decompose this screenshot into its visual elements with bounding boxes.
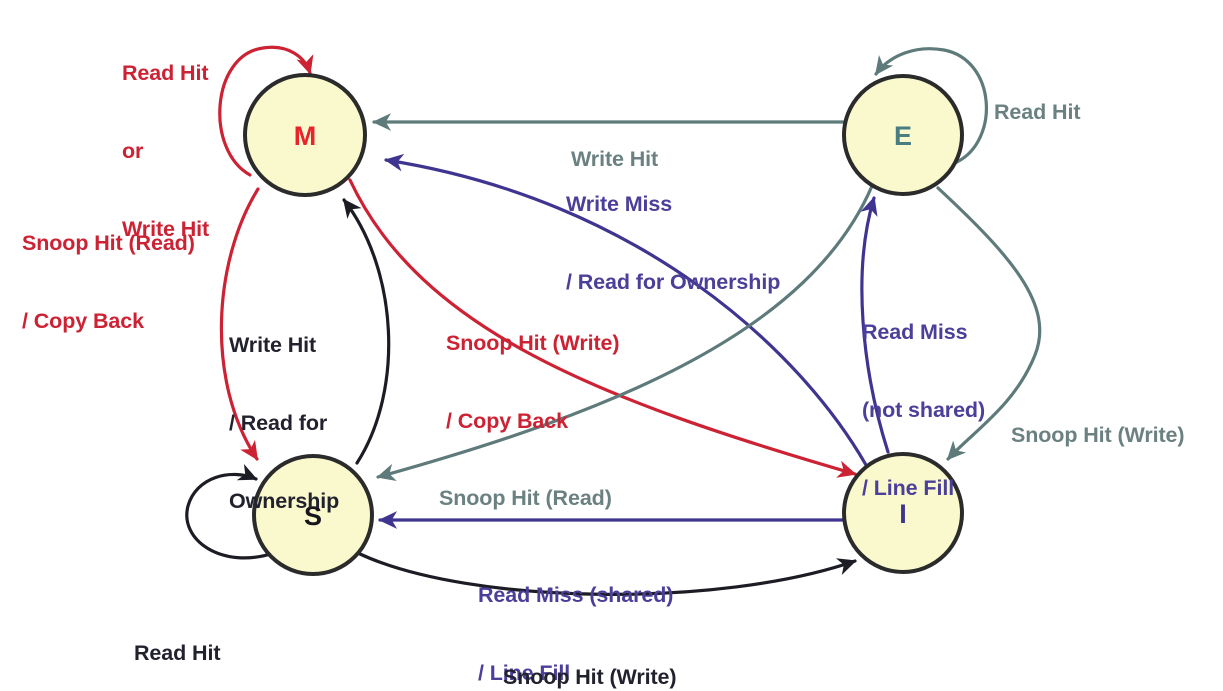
- edge-i-to-e: [860, 196, 890, 454]
- label-s-self-loop: Read Hit or Snoop Hit (Read): [134, 588, 307, 691]
- label-line: Read Miss: [862, 320, 968, 344]
- label-i-to-s: Read Miss (shared) / Line Fill: [478, 530, 673, 691]
- state-node-i[interactable]: [842, 452, 964, 574]
- edge-e-to-i: [936, 186, 1042, 461]
- label-e-to-m: Write Hit: [571, 94, 658, 224]
- state-node-s[interactable]: [252, 454, 374, 576]
- label-line: / Read for Ownership: [566, 270, 781, 294]
- label-line: / Line Fill: [862, 476, 955, 500]
- label-line: Snoop Hit (Read): [22, 231, 195, 255]
- edge-e-to-s: [376, 184, 874, 481]
- state-node-e[interactable]: [842, 74, 964, 196]
- label-m-to-s: Snoop Hit (Read) / Copy Back: [22, 178, 195, 386]
- label-line: (not shared): [862, 398, 986, 422]
- label-m-self-loop: Read Hit or Write Hit: [122, 8, 209, 294]
- label-e-to-s: Snoop Hit (Read): [439, 433, 612, 563]
- state-label-e: E: [894, 121, 912, 151]
- label-line: Read Hit: [994, 100, 1081, 124]
- label-s-to-m: Write Hit / Read for Ownership: [229, 280, 339, 566]
- edge-e-self-loop: [874, 47, 988, 164]
- label-line: Write Hit: [571, 147, 659, 171]
- label-line: Snoop Hit (Write): [446, 331, 620, 355]
- label-i-to-m: Write Miss / Read for Ownership: [566, 139, 780, 347]
- state-nodes-group: M E S I: [243, 73, 964, 576]
- state-node-m[interactable]: [243, 73, 367, 197]
- label-line: Read Miss (shared): [478, 583, 674, 607]
- label-s-to-i: Snoop Hit (Write): [503, 612, 677, 691]
- label-line: / Copy Back: [22, 309, 144, 333]
- edge-s-to-i: [358, 552, 857, 596]
- label-line: / Copy Back: [446, 409, 568, 433]
- label-line: Snoop Hit (Write): [1011, 423, 1185, 447]
- edge-s-to-m: [342, 198, 391, 465]
- label-m-to-i: Snoop Hit (Write) / Copy Back: [446, 278, 620, 486]
- edge-i-to-m: [384, 153, 868, 467]
- label-line: Read Hit: [134, 641, 221, 665]
- state-label-i: I: [899, 499, 907, 529]
- state-label-s: S: [304, 501, 322, 531]
- label-line: Read Hit: [122, 61, 209, 85]
- label-line: Write Hit: [122, 217, 210, 241]
- label-line: Write Miss: [566, 192, 673, 216]
- label-line: or: [122, 139, 144, 163]
- label-line: / Line Fill: [478, 661, 571, 685]
- label-e-self-loop: Read Hit: [994, 47, 1081, 177]
- label-line: Snoop Hit (Read): [439, 486, 612, 510]
- label-line: Ownership: [229, 489, 340, 513]
- edge-m-self-loop: [218, 45, 314, 177]
- edge-s-self-loop: [185, 464, 276, 560]
- label-e-to-i: Snoop Hit (Write): [1011, 370, 1185, 500]
- label-line: Write Hit: [229, 333, 317, 357]
- edge-m-to-s: [219, 187, 260, 461]
- label-i-to-e: Read Miss (not shared) / Line Fill: [862, 267, 985, 553]
- label-line: Snoop Hit (Write): [503, 665, 677, 689]
- label-line: / Read for: [229, 411, 328, 435]
- state-label-m: M: [294, 121, 317, 151]
- edge-m-to-i: [348, 178, 857, 478]
